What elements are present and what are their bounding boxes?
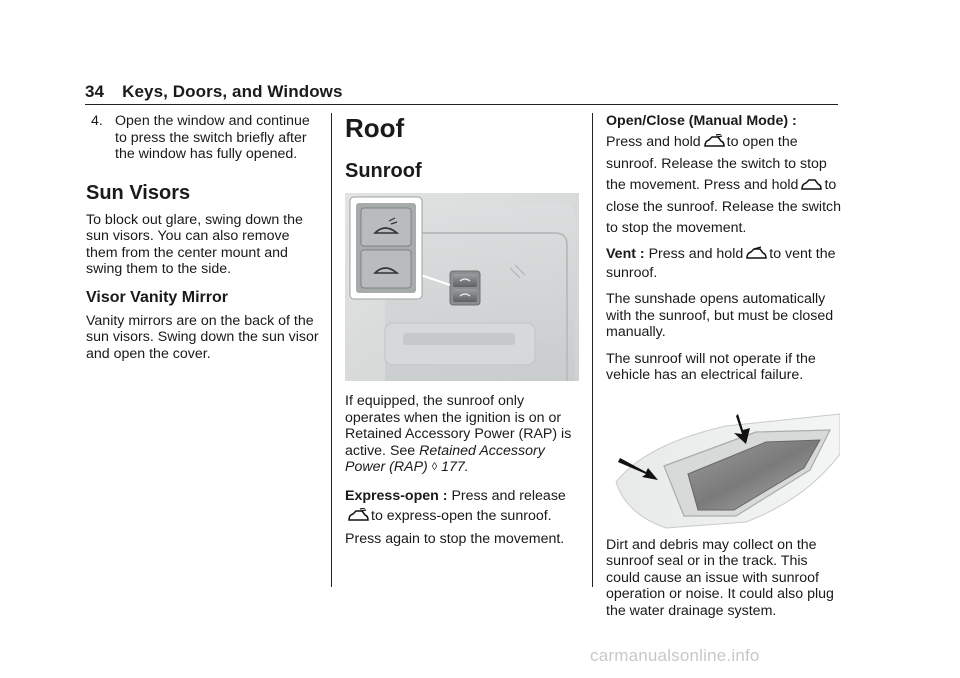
manual-mode-text-1: Press and hold [606, 133, 701, 150]
manual-mode-text-2: to open the sunroof. Release the switch … [606, 133, 827, 193]
vanity-mirror-heading: Visor Vanity Mirror [86, 288, 228, 306]
manual-mode-label: Open/Close (Manual Mode) : [606, 113, 797, 129]
sunroof-vent-icon [745, 246, 768, 265]
manual-mode-text-3: to close the sunroof. Release the switch… [606, 176, 842, 236]
vanity-mirror-text: Vanity mirrors are on the back of the su… [86, 312, 319, 362]
express-open-text: Express-open : Press and release to expre… [345, 486, 580, 550]
sunroof-switch-photo [345, 193, 579, 381]
manual-mode-text: Open/Close (Manual Mode) : Press and hold… [606, 111, 842, 238]
electrical-failure-text: The sunroof will not operate if the vehi… [606, 350, 816, 384]
express-open-text-1: Press and release [451, 487, 566, 504]
list-item-number: 4. [91, 113, 103, 129]
sunroof-open-icon [347, 507, 369, 529]
debris-text: Dirt and debris may collect on the sunro… [606, 536, 834, 619]
sunroof-track-illustration [615, 412, 840, 529]
watermark: carmanualsonline.info [590, 646, 760, 665]
column-1: 4. Open the window and continue to press… [86, 113, 322, 372]
sunshade-text: The sunshade opens automatically with th… [606, 291, 834, 340]
sun-visors-heading: Sun Visors [86, 181, 191, 204]
column-2: Roof Sunroof [345, 113, 580, 559]
vent-text-2: to vent the sunroof. [606, 246, 836, 281]
column-divider-left [331, 113, 332, 587]
page-ref-symbol: ◊ [431, 461, 438, 473]
sunroof-close-icon [800, 177, 823, 198]
intro-text: If equipped, the sunroof only operates w… [345, 393, 572, 459]
list-item-text: Open the window and continue to press th… [115, 113, 310, 162]
sun-visors-text: To block out glare, swing down the sun v… [86, 211, 303, 278]
express-open-text-2: to express-open the sunroof. Press again… [345, 508, 565, 547]
column-3: Open/Close (Manual Mode) : Press and hold… [606, 111, 842, 629]
rap-reference-link[interactable]: Retained Accessory Power (RAP) [345, 442, 545, 476]
column-divider-right [592, 113, 593, 587]
page-number: 34 [85, 82, 105, 101]
list-item: 4. Open the window and continue to press… [86, 113, 322, 163]
sunroof-heading: Sunroof [345, 160, 422, 182]
rap-page-number[interactable]: 177. [441, 459, 469, 475]
sunroof-intro-text: If equipped, the sunroof only operates w… [345, 393, 580, 476]
sunroof-open-icon [703, 132, 725, 155]
roof-heading: Roof [345, 113, 405, 143]
vent-text-1: Press and hold [648, 246, 744, 262]
page-header: 34 Keys, Doors, and Windows [85, 82, 343, 102]
header-rule [85, 104, 838, 105]
vent-label: Vent : [606, 246, 645, 262]
express-open-label: Express-open : [345, 487, 448, 504]
section-title: Keys, Doors, and Windows [122, 82, 343, 101]
